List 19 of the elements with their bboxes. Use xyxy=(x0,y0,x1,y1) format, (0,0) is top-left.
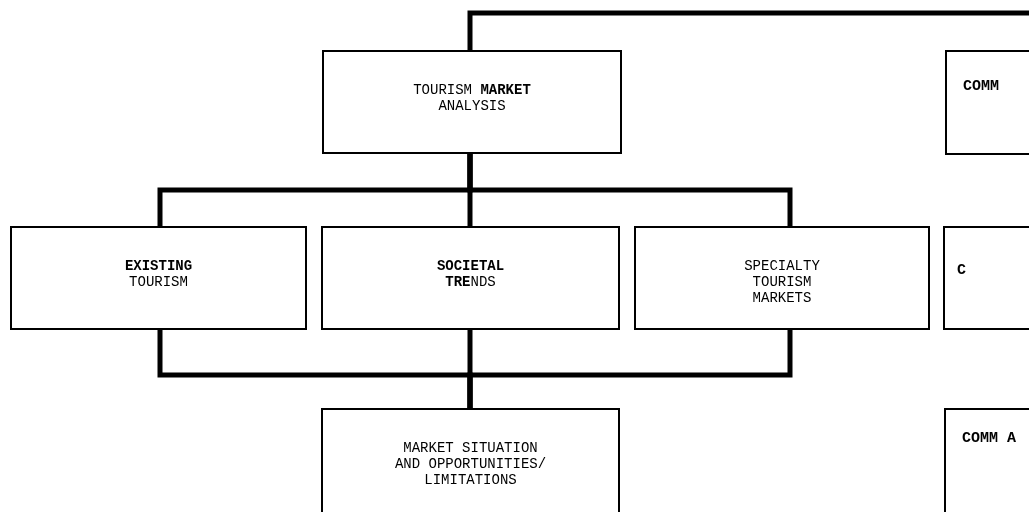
process-box xyxy=(945,50,1029,155)
process-box xyxy=(10,226,307,330)
process-box xyxy=(321,408,620,512)
box-text: SOCIETAL TRENDS xyxy=(435,258,506,291)
connector-line xyxy=(467,10,1029,50)
process-box xyxy=(321,226,620,330)
process-box xyxy=(634,226,930,330)
box-text: MARKET SITUATION AND OPPORTUNITIES/ LIMITATIONS xyxy=(393,440,548,489)
box-text: TOURISM MARKET ANALYSIS xyxy=(412,82,532,115)
process-box xyxy=(944,408,1029,512)
connector-line xyxy=(467,330,793,408)
process-box xyxy=(943,226,1029,330)
box-text: EXISTING TOURISM xyxy=(123,258,194,291)
process-box xyxy=(322,50,622,154)
box-text: C xyxy=(957,262,967,280)
box-text: COMM A xyxy=(962,430,1017,448)
box-text: COMM xyxy=(963,78,1000,96)
box-text: SPECIALTY TOURISM MARKETS xyxy=(743,258,821,307)
connector-line xyxy=(467,154,793,226)
